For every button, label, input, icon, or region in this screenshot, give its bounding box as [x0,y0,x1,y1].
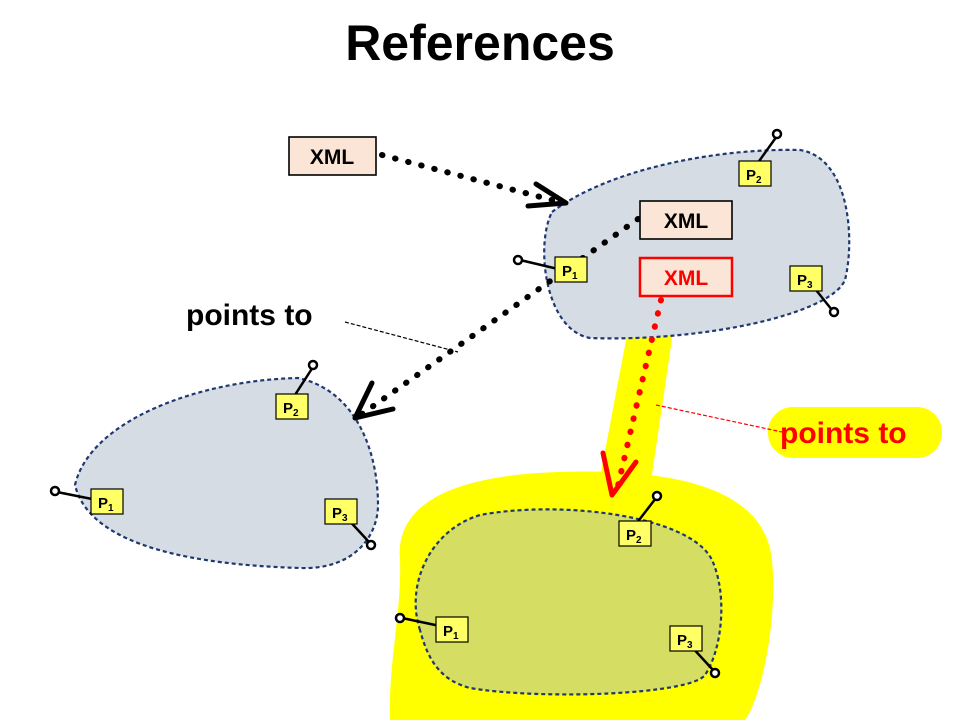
points-to-leader-line-highlighted [655,404,783,433]
svg-text:P2: P2 [746,167,762,186]
reference-arrow-xml-to-shape [379,152,569,209]
page-title: References [345,15,615,71]
xml-box-highlighted: XML [638,256,734,298]
svg-text:P1: P1 [98,495,114,514]
points-to-label-highlighted: points to [780,417,907,450]
port-p3-top: P3 [789,265,823,292]
port-p1-left: P1 [90,488,124,515]
port-p2-top: P2 [738,160,772,187]
points-to-leader-line [344,321,459,353]
svg-text:XML: XML [664,210,709,233]
port-p3-left: P3 [324,498,358,525]
svg-text:XML: XML [310,146,355,169]
svg-text:P3: P3 [797,272,813,291]
svg-text:P1: P1 [562,263,578,282]
component-shape-left [73,376,380,570]
reference-arrow-xml-to-left-shape [352,216,641,421]
points-to-highlight-pill [768,407,942,458]
svg-text:P2: P2 [626,527,642,546]
port-p2-left: P2 [275,393,309,420]
reference-arrow-highlighted [600,297,664,498]
port-p3-target: P3 [669,625,703,652]
component-shape-target [414,508,723,696]
svg-text:P1: P1 [443,623,459,642]
svg-text:P3: P3 [332,505,348,524]
xml-box-embedded: XML [639,200,733,240]
svg-text:P2: P2 [283,400,299,419]
port-p1-target: P1 [435,616,469,643]
port-p2-target: P2 [618,520,652,547]
component-shape-top [543,148,851,340]
svg-text:XML: XML [664,267,709,290]
port-p1-top: P1 [554,256,588,283]
points-to-label: points to [186,299,313,332]
svg-text:P3: P3 [677,632,693,651]
xml-box-source: XML [288,136,377,176]
